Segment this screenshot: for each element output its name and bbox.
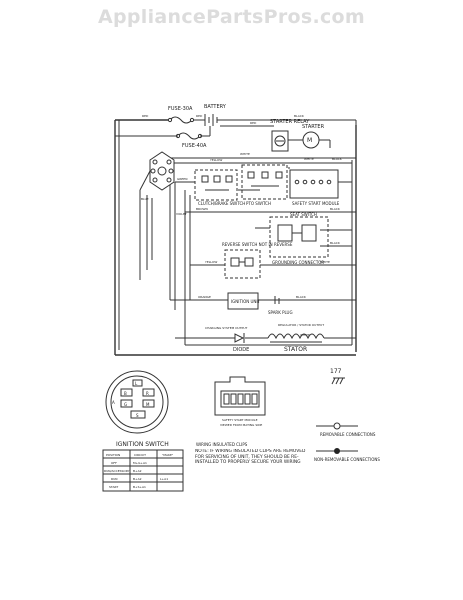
svg-text:OFF: OFF <box>111 461 117 465</box>
svg-text:YELLOW: YELLOW <box>205 260 217 264</box>
starter-label: STARTER <box>302 124 325 130</box>
svg-text:BLACK: BLACK <box>332 157 343 161</box>
svg-text:START: START <box>109 485 118 489</box>
svg-text:L+A1: L+A1 <box>160 477 168 481</box>
seat-switch: SEAT SWITCH GROUNDING CONNECTOR <box>269 212 329 265</box>
reverse-switch-label: REVERSE SWITCH NOT IN REVERSE <box>222 242 293 247</box>
svg-text:B+A2: B+A2 <box>133 477 142 481</box>
svg-text:RED: RED <box>142 114 149 118</box>
safety-start-module-main: SAFETY START MODULE <box>289 169 352 206</box>
clutch-brake-label: CLUTCH/BRAKE SWITCH <box>198 201 245 206</box>
spark-plug: SPARK PLUG <box>268 296 293 315</box>
ignition-unit-label: IGNITION UNIT <box>231 299 261 304</box>
svg-text:R: R <box>146 391 149 396</box>
svg-text:BLACK: BLACK <box>294 114 305 118</box>
svg-text:"MAKE": "MAKE" <box>162 453 174 457</box>
grounding-connector-label: GROUNDING CONNECTOR <box>272 260 324 265</box>
svg-text:BLACK: BLACK <box>330 207 341 211</box>
charging-system: CHARGING SYSTEM OUTPUT REGULATOR / STATO… <box>205 323 330 353</box>
pto-switch-label: PTO SWITCH <box>246 201 271 206</box>
safety-start-module-detail: SAFETY START MODULE VIEWED FROM MATING S… <box>214 376 266 427</box>
ignition-switch-title: IGNITION SWITCH <box>116 441 169 448</box>
watermark: AppliancePartsPros.com <box>97 6 365 28</box>
svg-text:B: B <box>124 391 127 396</box>
svg-text:M+G+A1: M+G+A1 <box>133 461 147 465</box>
svg-text:WHITE: WHITE <box>304 157 314 161</box>
svg-text:M: M <box>146 402 150 407</box>
clips-title: WIRING INSULATED CLIPS <box>196 442 248 447</box>
svg-text:L: L <box>135 381 138 386</box>
svg-text:YELLOW: YELLOW <box>210 158 222 162</box>
svg-text:RUN: RUN <box>111 477 118 481</box>
charging-left-label: CHARGING SYSTEM OUTPUT <box>205 326 248 330</box>
pto-switch: PTO SWITCH <box>241 164 288 206</box>
svg-text:BLACK: BLACK <box>330 241 341 245</box>
figure-number: 177 <box>330 368 342 375</box>
svg-text:RUN/ACCESSORY: RUN/ACCESSORY <box>104 469 130 473</box>
wire-color-labels: RED RED BLACK RED WHITE BLACK YELLOW WHI… <box>141 114 343 337</box>
battery-label: BATTERY <box>204 104 227 110</box>
svg-text:B+A2: B+A2 <box>133 469 142 473</box>
svg-text:WHITE: WHITE <box>320 260 330 264</box>
battery: BATTERY <box>200 104 228 126</box>
fuse-top-label: FUSE-30A <box>168 106 193 112</box>
svg-text:BROWN: BROWN <box>196 207 208 211</box>
clips-notes: WIRING INSULATED CLIPS NOTE: IF WIRING I… <box>195 442 306 466</box>
svg-text:BLUE: BLUE <box>141 197 149 201</box>
fuse-30a: FUSE-30A <box>167 106 195 124</box>
svg-text:WHITE: WHITE <box>300 333 310 337</box>
module-caption-1: SAFETY START MODULE <box>222 418 258 422</box>
diode-label: DIODE <box>233 347 249 353</box>
svg-text:RED: RED <box>196 114 203 118</box>
starter-motor: M STARTER <box>302 124 331 149</box>
svg-text:B+S+A1: B+S+A1 <box>133 485 146 489</box>
svg-text:RED: RED <box>250 121 257 125</box>
clutch-brake-switch: CLUTCH/BRAKE SWITCH <box>194 169 245 206</box>
svg-text:A: A <box>112 400 115 405</box>
fuse-40a: FUSE-40A <box>115 126 211 149</box>
svg-text:VIOLET: VIOLET <box>176 212 187 216</box>
module-caption-2: VIEWED FROM MATING SIDE <box>220 423 262 427</box>
clips-note: NOTE: IF WIRING INSULATED CLIPS ARE REMO… <box>195 449 306 466</box>
reverse-switch: REVERSE SWITCH NOT IN REVERSE <box>222 242 293 279</box>
legend-removable-label: REMOVABLE CONNECTIONS <box>320 432 376 437</box>
svg-text:POSITION: POSITION <box>106 453 120 457</box>
starter-relay: STARTER RELAY <box>270 119 310 152</box>
fuse-bottom-label: FUSE-40A <box>182 143 207 149</box>
legend-non-removable-label: NON-REMOVABLE CONNECTIONS <box>314 457 380 462</box>
svg-text:ORANGE: ORANGE <box>198 295 211 299</box>
seat-switch-label: SEAT SWITCH <box>290 212 317 217</box>
ground-symbol: 177 <box>330 368 345 385</box>
charging-right-label: REGULATOR / STATOR OUTPUT <box>278 323 324 327</box>
svg-text:GREEN: GREEN <box>177 177 187 181</box>
ignition-switch-main <box>139 151 175 191</box>
ignition-unit: IGNITION UNIT <box>227 292 261 310</box>
svg-text:M: M <box>307 137 312 144</box>
safety-module-label: SAFETY START MODULE <box>292 201 340 206</box>
legend: REMOVABLE CONNECTIONS NON-REMOVABLE CONN… <box>314 422 380 462</box>
spark-plug-label: SPARK PLUG <box>268 310 293 315</box>
main-wiring <box>114 119 357 356</box>
ignition-switch-table: POSITION CIRCUIT "MAKE" OFF M+G+A1 RUN/A… <box>102 449 184 492</box>
svg-text:G: G <box>124 402 127 407</box>
svg-text:WHITE: WHITE <box>240 152 250 156</box>
starter-relay-label: STARTER RELAY <box>270 119 310 125</box>
ignition-switch-detail: B R G M S L A IGNITION SWITCH <box>105 370 169 448</box>
svg-text:S: S <box>136 413 139 418</box>
svg-text:BLACK: BLACK <box>296 295 307 299</box>
svg-text:CIRCUIT: CIRCUIT <box>134 453 146 457</box>
stator-label: STATOR <box>284 346 307 353</box>
